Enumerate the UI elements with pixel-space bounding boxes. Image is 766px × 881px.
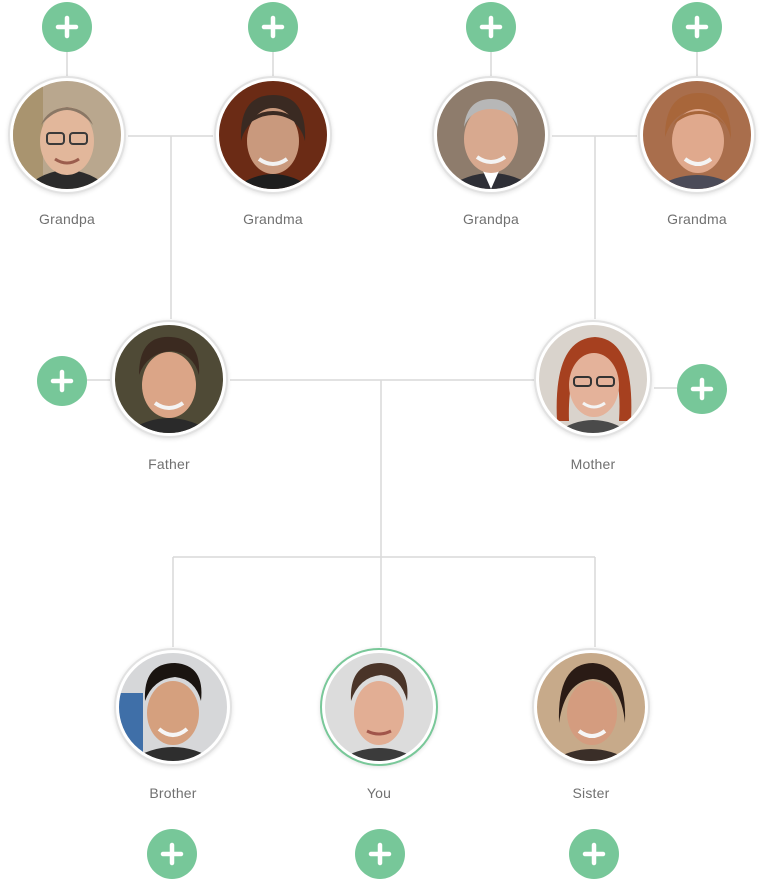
avatar-photo (119, 653, 227, 761)
add-sibling-button[interactable] (677, 364, 727, 414)
avatar-you[interactable] (320, 648, 438, 766)
person-label: Father (148, 456, 190, 472)
avatar-photo (13, 81, 121, 189)
person-label: You (366, 785, 392, 801)
plus-icon (685, 15, 709, 39)
avatar-photo (325, 653, 433, 761)
avatar-photo (643, 81, 751, 189)
person-label: Grandpa (39, 211, 95, 227)
person-label: Mother (570, 456, 616, 472)
person-label: Sister (572, 785, 610, 801)
add-parent-button[interactable] (248, 2, 298, 52)
add-parent-button[interactable] (42, 2, 92, 52)
person-label: Grandpa (463, 211, 519, 227)
plus-icon (55, 15, 79, 39)
add-child-button[interactable] (569, 829, 619, 879)
avatar-photo (115, 325, 223, 433)
plus-icon (582, 842, 606, 866)
add-parent-button[interactable] (672, 2, 722, 52)
avatar-brother[interactable] (114, 648, 232, 766)
avatar-father[interactable] (110, 320, 228, 438)
avatar-sister[interactable] (532, 648, 650, 766)
add-parent-button[interactable] (466, 2, 516, 52)
add-child-button[interactable] (355, 829, 405, 879)
person-label: Brother (149, 785, 197, 801)
avatar-maternal-grandpa[interactable] (432, 76, 550, 194)
plus-icon (479, 15, 503, 39)
avatar-paternal-grandma[interactable] (214, 76, 332, 194)
person-label: Grandma (243, 211, 303, 227)
add-sibling-button[interactable] (37, 356, 87, 406)
avatar-photo (539, 325, 647, 433)
person-label: Grandma (667, 211, 727, 227)
avatar-mother[interactable] (534, 320, 652, 438)
avatar-photo (437, 81, 545, 189)
add-child-button[interactable] (147, 829, 197, 879)
plus-icon (50, 369, 74, 393)
avatar-photo (219, 81, 327, 189)
plus-icon (368, 842, 392, 866)
plus-icon (160, 842, 184, 866)
avatar-paternal-grandpa[interactable] (8, 76, 126, 194)
avatar-photo (537, 653, 645, 761)
avatar-maternal-grandma[interactable] (638, 76, 756, 194)
plus-icon (690, 377, 714, 401)
plus-icon (261, 15, 285, 39)
